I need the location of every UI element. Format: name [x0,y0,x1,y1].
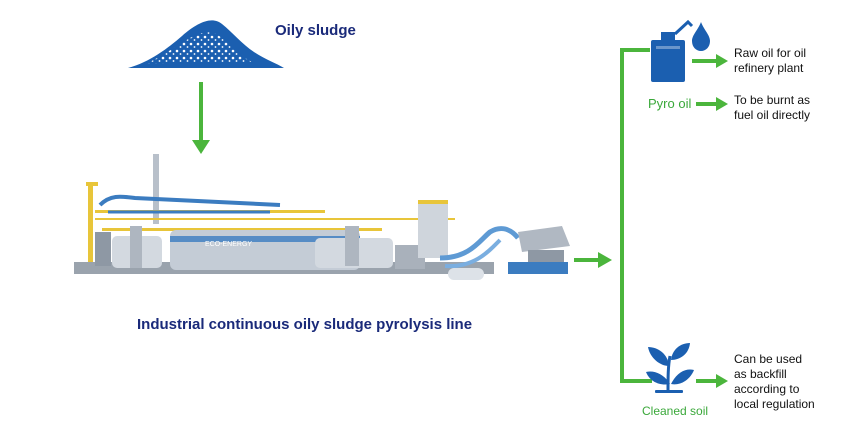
pyrolysis-line-machine: ECO-ENERGY [74,154,570,280]
raw-oil-text: Raw oil for oil refinery plant [734,46,806,76]
raw-oil-line: Raw oil for oil [734,46,807,60]
fuel-oil-text: To be burnt as fuel oil directly [734,93,810,123]
cleaned-soil-label: Cleaned soil [642,404,709,418]
output-right-arrow [574,252,612,268]
branch-bracket [620,48,652,383]
soil-arrow [696,374,728,388]
fuel-oil-line: To be burnt as [734,93,811,107]
fuel-oil-line: fuel oil directly [734,108,811,122]
sludge-pile-icon [128,20,284,68]
raw-oil-arrow [692,54,728,68]
soil-use-line: local regulation [734,397,815,411]
plant-sprout-icon [646,343,694,393]
fuel-oil-arrow [696,97,728,111]
soil-use-text: Can be used as backfill according to loc… [734,352,815,412]
feed-down-arrow [192,82,210,154]
soil-use-line: Can be used [734,352,803,366]
oily-sludge-label: Oily sludge [275,22,356,39]
soil-use-line: as backfill [734,367,787,381]
pyro-oil-label: Pyro oil [648,96,692,111]
raw-oil-line: refinery plant [734,61,804,75]
machine-caption: Industrial continuous oily sludge pyroly… [137,316,473,333]
machine-brand-text: ECO-ENERGY [205,241,252,248]
oil-can-icon [651,19,694,82]
soil-use-line: according to [734,382,800,396]
oil-drop-icon [692,22,710,51]
